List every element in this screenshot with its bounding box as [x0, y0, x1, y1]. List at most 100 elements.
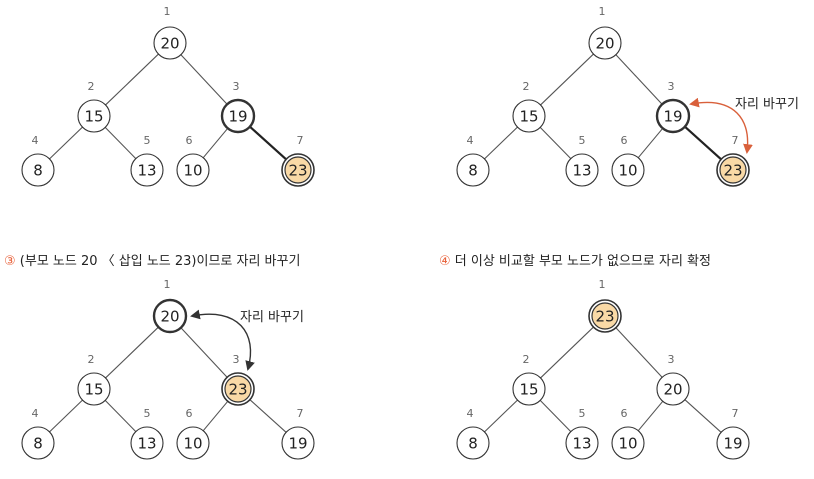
node-circle — [611, 426, 645, 460]
node-index: 3 — [668, 353, 675, 366]
node-index: 5 — [144, 407, 151, 420]
edge-2-4 — [49, 126, 83, 160]
heap-node-6: 106 — [176, 407, 210, 460]
node-value: 13 — [572, 162, 591, 180]
edge-2-4 — [484, 399, 518, 433]
node-index: 4 — [32, 134, 39, 147]
node-value: 13 — [137, 162, 156, 180]
node-value: 15 — [84, 108, 103, 126]
node-index: 4 — [467, 407, 474, 420]
node-value: 20 — [595, 35, 614, 53]
node-circle — [220, 98, 256, 134]
node-value: 23 — [288, 162, 307, 180]
edge-2-4 — [484, 126, 518, 160]
node-circle — [176, 426, 210, 460]
heap-node-3: 233 — [221, 353, 255, 406]
node-circle — [130, 426, 164, 460]
node-circle — [656, 372, 690, 406]
node-circle — [565, 153, 599, 187]
node-circle-inserted — [284, 156, 312, 184]
node-circle — [130, 153, 164, 187]
node-value: 19 — [228, 108, 247, 126]
node-circle — [588, 26, 622, 60]
node-value: 10 — [183, 162, 202, 180]
node-circle — [565, 426, 599, 460]
node-value: 23 — [228, 381, 247, 399]
step-marker: ③ — [4, 254, 16, 269]
heap-node-2: 152 — [77, 80, 111, 133]
edge-3-7 — [249, 399, 287, 433]
caption-text: (부모 노드 20 〈 삽입 노드 23)이므로 자리 바꾸기 — [16, 254, 301, 269]
edge-3-6 — [202, 400, 229, 432]
node-circle — [176, 153, 210, 187]
node-index: 4 — [32, 407, 39, 420]
heap-node-7: 237 — [716, 134, 750, 187]
node-circle — [77, 372, 111, 406]
node-index: 1 — [164, 5, 171, 18]
node-circle — [611, 153, 645, 187]
node-index: 2 — [523, 353, 530, 366]
node-circle — [152, 298, 188, 334]
node-index: 2 — [88, 353, 95, 366]
node-index: 2 — [523, 80, 530, 93]
node-circle — [77, 99, 111, 133]
node-index: 5 — [144, 134, 151, 147]
node-value: 20 — [663, 381, 682, 399]
node-index: 7 — [732, 134, 739, 147]
edge-1-3 — [615, 327, 663, 378]
heap-panel-4: ④ 더 이상 비교할 부모 노드가 없으므로 자리 확정 23 1 15 2 20 3 84 1… — [439, 254, 750, 460]
edge-3-7 — [249, 125, 287, 161]
node-value: 19 — [663, 108, 682, 126]
heap-node-5: 13 5 — [565, 134, 599, 187]
node-circle — [456, 153, 490, 187]
heap-node-7: 19 7 — [716, 407, 750, 460]
node-value: 15 — [519, 381, 538, 399]
swap-annotation: 자리 바꾸기 — [190, 309, 304, 371]
node-index: 7 — [732, 407, 739, 420]
node-value: 19 — [288, 435, 307, 453]
panel-caption: ④ 더 이상 비교할 부모 노드가 없으므로 자리 확정 — [439, 254, 711, 269]
node-index: 1 — [164, 278, 171, 291]
node-value: 10 — [618, 162, 637, 180]
edge-3-6 — [202, 127, 229, 159]
swap-annotation: 자리 바꾸기 — [689, 97, 799, 154]
heap-node-1: 201 — [153, 5, 187, 60]
edge-2-5 — [539, 400, 572, 432]
caption-text: 더 이상 비교할 부모 노드가 없으므로 자리 확정 — [451, 254, 711, 269]
edge-1-2 — [540, 326, 594, 379]
node-circle — [456, 426, 490, 460]
node-value: 15 — [519, 108, 538, 126]
node-value: 8 — [33, 162, 43, 180]
edge-1-2 — [540, 53, 594, 106]
node-circle-inserted — [591, 302, 619, 330]
node-value: 15 — [84, 381, 103, 399]
edge-1-2 — [105, 53, 159, 106]
node-circle — [716, 426, 750, 460]
node-index: 7 — [297, 407, 304, 420]
edge-1-3 — [180, 54, 228, 105]
node-index: 6 — [621, 134, 628, 147]
heap-node-1: 23 1 — [588, 278, 622, 333]
node-index: 1 — [599, 278, 606, 291]
node-index: 6 — [621, 407, 628, 420]
heap-node-5: 135 — [130, 407, 164, 460]
node-value: 23 — [595, 308, 614, 326]
node-index: 3 — [233, 80, 240, 93]
heap-node-3: 20 3 — [656, 353, 690, 406]
heap-node-4: 84 — [21, 134, 55, 187]
node-index: 5 — [579, 134, 586, 147]
edge-1-3 — [180, 327, 228, 378]
node-value: 8 — [33, 435, 43, 453]
heap-node-2: 15 2 — [77, 353, 111, 406]
heap-node-2: 15 2 — [512, 80, 546, 133]
heap-node-6: 10 6 — [611, 134, 645, 187]
node-value: 19 — [723, 435, 742, 453]
node-circle — [21, 153, 55, 187]
heap-node-4: 84 — [456, 407, 490, 460]
heap-node-5: 13 5 — [130, 134, 164, 187]
edge-3-6 — [637, 127, 664, 159]
heap-node-1: 201 — [588, 5, 622, 60]
node-index: 3 — [668, 80, 675, 93]
